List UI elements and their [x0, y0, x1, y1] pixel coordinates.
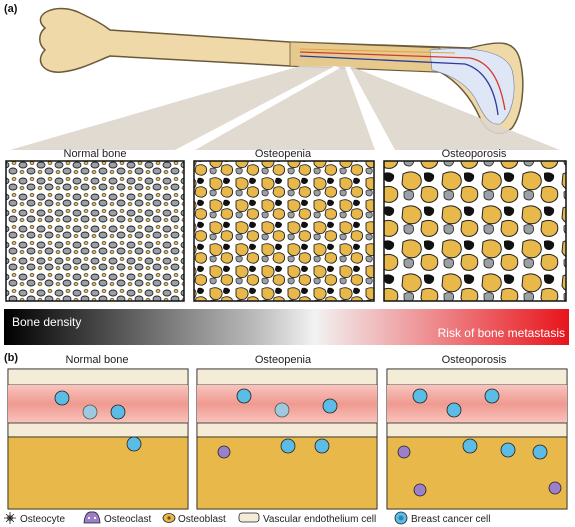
legend-label-osteoblast: Osteoblast: [178, 514, 226, 525]
legend-label-osteoclast: Osteoclast: [104, 514, 151, 525]
panel-a-tag: (a): [4, 3, 18, 15]
panel-b-tag: (b): [4, 352, 18, 364]
microenv-panel-osteoporosis: [387, 369, 567, 509]
stage-label-osteopenia: Osteopenia: [255, 148, 312, 160]
microenv-panel-osteopenia: [197, 369, 377, 509]
legend: Osteocyte Osteoclast Osteoblast Vascular…: [4, 512, 490, 525]
gradient-label-risk: Risk of bone metastasis: [438, 326, 565, 340]
trabecular-box-normal: [6, 161, 184, 301]
gradient-label-bone-density: Bone density: [12, 315, 81, 329]
trabecular-box-osteoporosis: [384, 161, 566, 301]
osteoclast-icon: [84, 512, 100, 523]
microenv-panel-normal: [8, 369, 188, 509]
osteocyte-icon: [4, 512, 16, 524]
panel-b-label-osteopenia: Osteopenia: [255, 354, 312, 366]
osteoblast-icon: [163, 514, 175, 523]
legend-label-breast-cancer: Breast cancer cell: [411, 514, 490, 525]
breast-cancer-cell-icon: [395, 512, 407, 524]
stage-label-normal: Normal bone: [64, 148, 127, 160]
stage-label-osteoporosis: Osteoporosis: [442, 148, 507, 160]
trabecular-box-osteopenia: [194, 161, 374, 301]
endothelium-cell-icon: [239, 513, 259, 522]
panel-b-label-normal: Normal bone: [66, 354, 129, 366]
legend-label-endothelium: Vascular endothelium cell: [263, 514, 376, 525]
legend-label-osteocyte: Osteocyte: [20, 514, 65, 525]
panel-b-label-osteoporosis: Osteoporosis: [442, 354, 507, 366]
